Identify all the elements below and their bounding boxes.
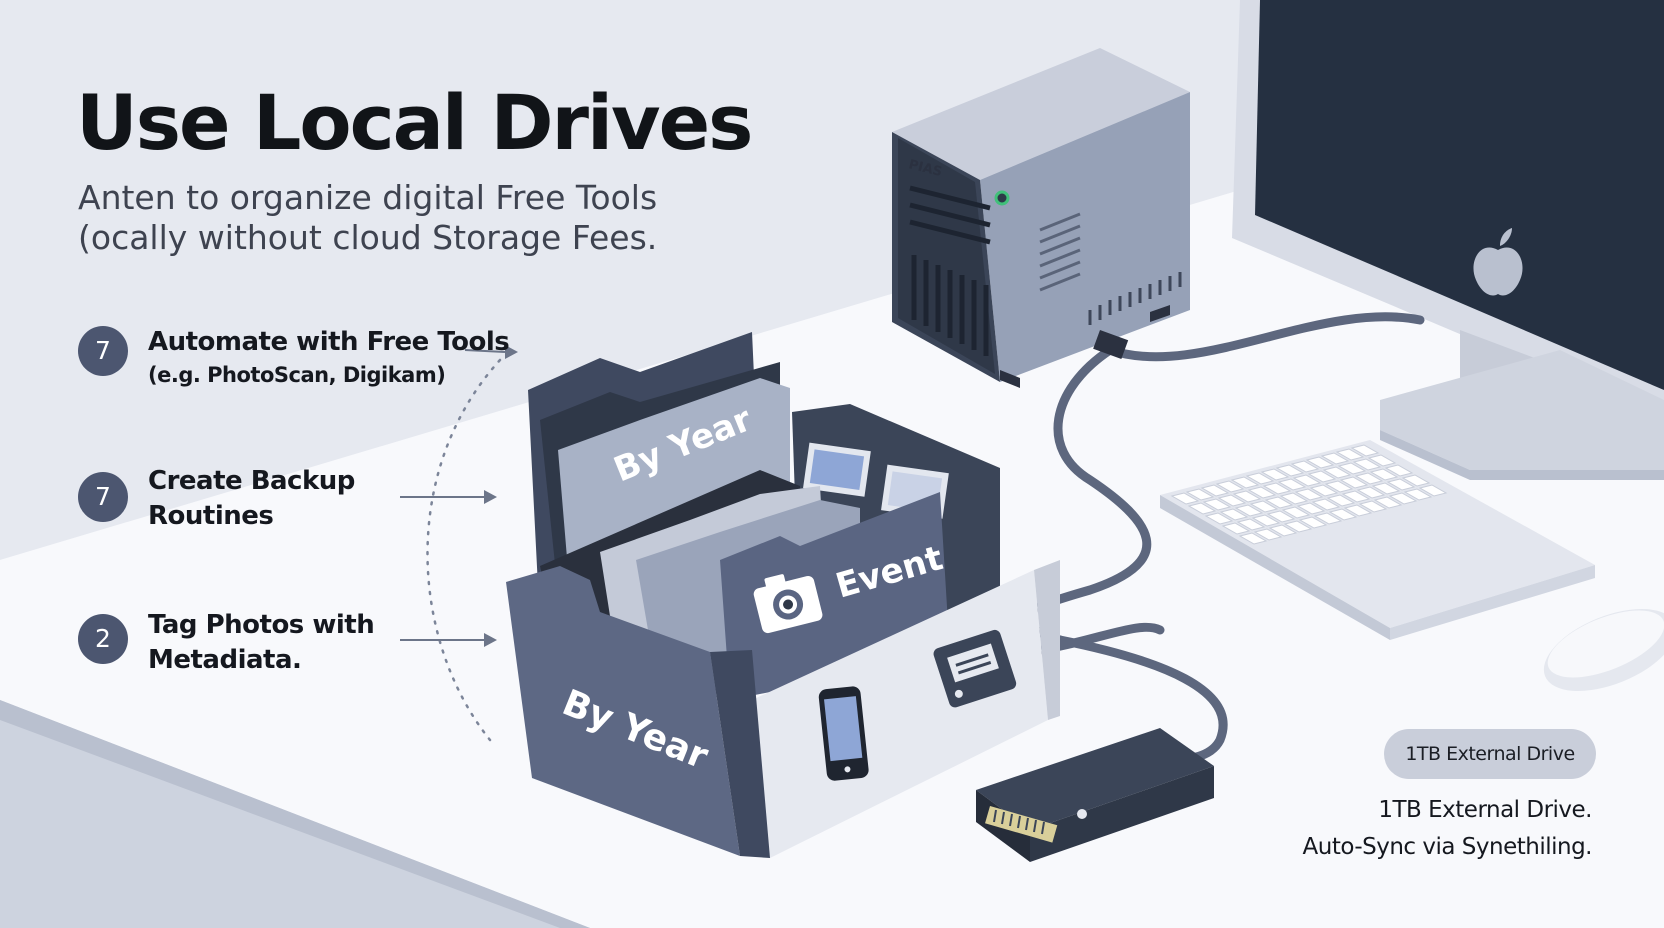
keyboard-key xyxy=(1367,454,1397,467)
keyboard-key xyxy=(1388,492,1418,505)
camera-icon xyxy=(753,574,823,634)
keyboard-key xyxy=(1386,478,1416,491)
keyboard-key xyxy=(1296,502,1326,515)
drive-caption-line2: Auto-Sync via Synethiling. xyxy=(1302,834,1593,860)
keyboard-key xyxy=(1369,468,1399,481)
keyboard-key xyxy=(1311,498,1341,511)
keyboard-key xyxy=(1373,496,1403,509)
keyboard-key xyxy=(1187,502,1217,515)
dotted-arc xyxy=(426,358,502,742)
step-number-badge: 2 xyxy=(78,614,128,664)
keyboard-key xyxy=(1298,516,1328,529)
step-title-line2: Routines xyxy=(148,501,274,531)
keyboard-key xyxy=(1268,524,1298,537)
nas-tower: PIAS xyxy=(892,48,1190,388)
keyboard-key xyxy=(1277,478,1307,491)
keyboard-key xyxy=(1401,474,1431,487)
keyboard-key xyxy=(1251,514,1281,527)
keyboard-key xyxy=(1403,488,1433,501)
keyboard-key xyxy=(1200,484,1230,497)
keyboard-key xyxy=(1217,494,1247,507)
keyboard-key xyxy=(1292,474,1322,487)
keyboard-key xyxy=(1352,458,1382,471)
keyboard-key xyxy=(1236,518,1266,531)
keyboard-key xyxy=(1249,500,1279,513)
keyboard-key xyxy=(1185,488,1215,501)
keyboard-key xyxy=(1221,522,1251,535)
keyboard-key xyxy=(1356,486,1386,499)
phone-icon xyxy=(818,686,869,781)
page-title: Use Local Drives xyxy=(76,78,753,167)
keyboard-key xyxy=(1328,508,1358,521)
arrow-right-icon xyxy=(400,633,497,647)
keyboard-key xyxy=(1202,498,1232,511)
keyboard-key xyxy=(1290,460,1320,473)
step-subtitle: (e.g. PhotoScan, Digikam) xyxy=(148,363,446,387)
keyboard-key xyxy=(1322,466,1352,479)
keyboard-key xyxy=(1253,528,1283,541)
keyboard xyxy=(1160,440,1595,640)
keyboard-key xyxy=(1313,512,1343,525)
keyboard-key xyxy=(1418,484,1448,497)
keyboard-key xyxy=(1260,468,1290,481)
monitor xyxy=(1232,0,1664,480)
keyboard-key xyxy=(1279,492,1309,505)
keyboard-key xyxy=(1247,486,1277,499)
folder-by-year-front xyxy=(506,566,740,856)
arrow-right-icon xyxy=(464,345,518,359)
keyboard-key xyxy=(1354,472,1384,485)
keyboard-key xyxy=(1371,482,1401,495)
apple-logo-icon xyxy=(1473,228,1523,296)
folder-organizer: By Year Event xyxy=(506,332,1060,858)
keyboard-key xyxy=(1305,456,1335,469)
keyboard-key xyxy=(1324,480,1354,493)
keyboard-key xyxy=(1358,500,1388,513)
step-number-badge: 7 xyxy=(78,472,128,522)
keyboard-key xyxy=(1350,444,1380,457)
keyboard-key xyxy=(1309,484,1339,497)
keyboard-key xyxy=(1384,464,1414,477)
keyboard-key xyxy=(1275,464,1305,477)
drive-caption: 1TB External Drive. Auto-Sync via Syneth… xyxy=(1302,792,1593,866)
keyboard-key xyxy=(1320,452,1350,465)
keyboard-key xyxy=(1230,476,1260,489)
arrow-right-icon xyxy=(400,490,497,504)
card-reader-icon xyxy=(933,629,1017,708)
drive-badge: 1TB External Drive xyxy=(1384,729,1596,779)
keyboard-key xyxy=(1335,448,1365,461)
keyboard-key xyxy=(1337,462,1367,475)
keyboard-key xyxy=(1262,482,1292,495)
keyboard-key xyxy=(1204,512,1234,525)
step-title: Automate with Free Tools xyxy=(148,327,510,357)
keyboard-key xyxy=(1266,510,1296,523)
keyboard-key xyxy=(1264,496,1294,509)
keyboard-key xyxy=(1283,520,1313,533)
keyboard-key xyxy=(1343,504,1373,517)
page-subtitle: Anten to organize digital Free Tools (oc… xyxy=(78,178,658,257)
keyboard-key xyxy=(1234,504,1264,517)
drive-caption-line1: 1TB External Drive. xyxy=(1378,797,1592,823)
mouse xyxy=(1543,608,1664,692)
keyboard-key xyxy=(1307,470,1337,483)
keyboard-key xyxy=(1170,492,1200,505)
keyboard-key xyxy=(1341,490,1371,503)
keyboard-key xyxy=(1219,508,1249,521)
keyboard-key xyxy=(1245,472,1275,485)
step-title-line2: Metadiata. xyxy=(148,645,302,675)
keyboard-key xyxy=(1281,506,1311,519)
step-title-line1: Tag Photos with xyxy=(148,610,375,640)
keyboard-key xyxy=(1238,532,1268,545)
step-title-line1: Create Backup xyxy=(148,466,355,496)
step-number-badge: 7 xyxy=(78,326,128,376)
power-led-icon xyxy=(994,190,1010,206)
keyboard-key xyxy=(1294,488,1324,501)
keyboard-key xyxy=(1326,494,1356,507)
keyboard-key xyxy=(1339,476,1369,489)
external-drive xyxy=(976,728,1214,862)
keyboard-key xyxy=(1215,480,1245,493)
keyboard-key xyxy=(1232,490,1262,503)
